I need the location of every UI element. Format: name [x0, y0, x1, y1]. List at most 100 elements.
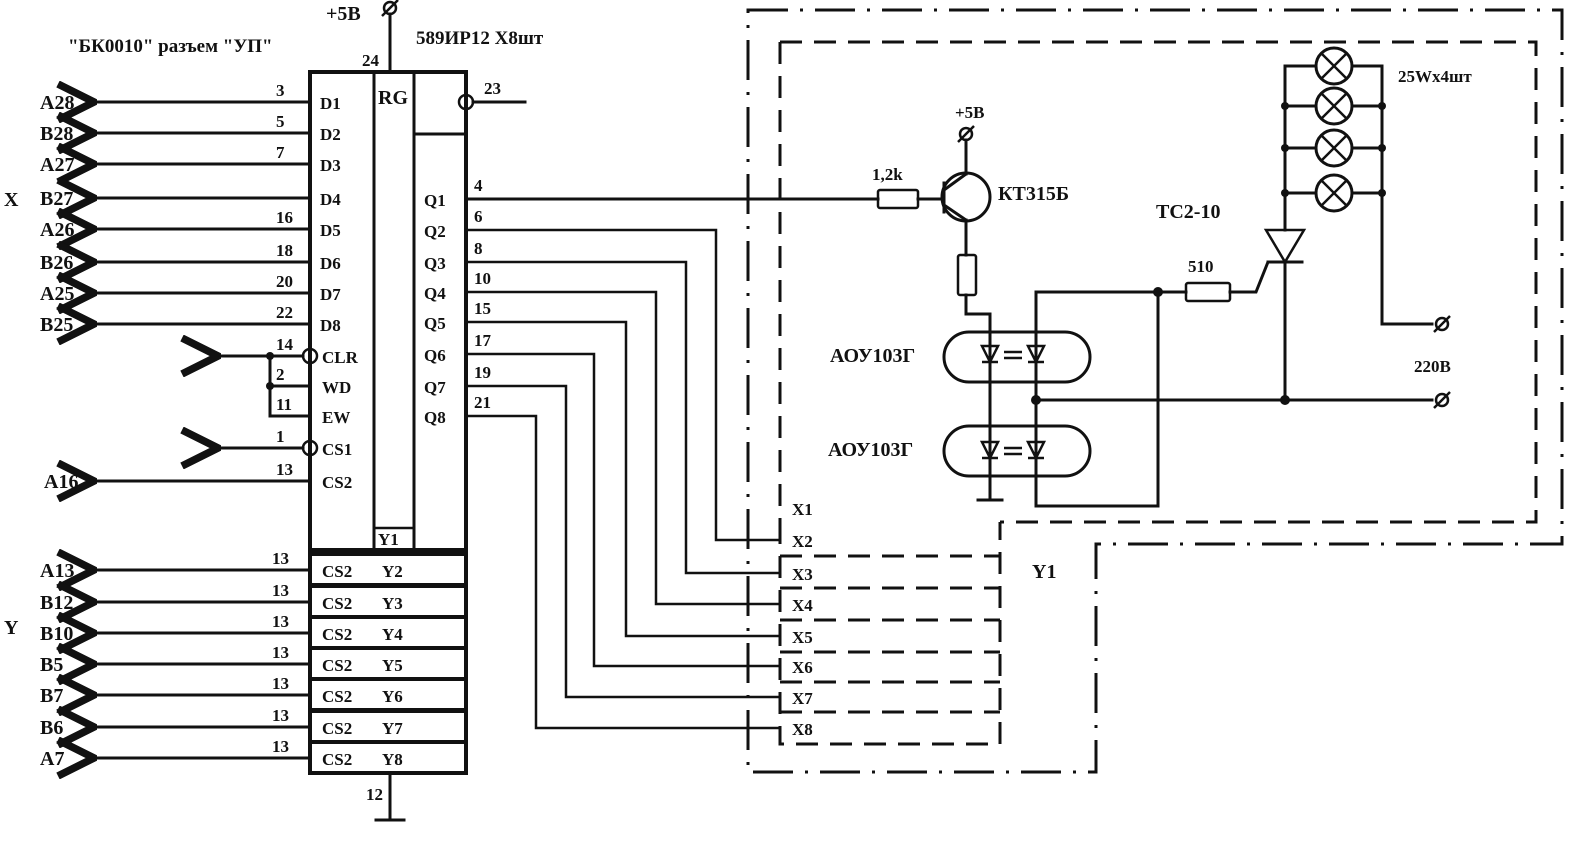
output-pin: 4 [474, 176, 483, 195]
cs2-signal: A16 [44, 471, 78, 493]
y-chip-cs: CS2 [322, 562, 352, 581]
lamp-icon [1314, 86, 1354, 126]
junction-dot [266, 352, 274, 360]
gate-lead [1228, 260, 1302, 294]
y-chip-signal: B5 [40, 654, 63, 676]
output-name: Q4 [424, 284, 446, 303]
junction-dot [1281, 144, 1289, 152]
control-pin: 2 [276, 365, 285, 384]
data-input-name: D8 [320, 316, 341, 335]
output-wire [466, 290, 780, 606]
x-cell-label: X8 [792, 720, 813, 739]
y-chip-signal: A7 [40, 748, 64, 770]
y-chip-pin: 13 [272, 674, 289, 693]
lamps-label: 25Wx4шт [1398, 67, 1472, 86]
y-chip-cs: CS2 [322, 656, 352, 675]
data-input-signal: A27 [40, 154, 74, 176]
y-chip-name: Y7 [382, 719, 403, 738]
x-cell-label: X6 [792, 658, 813, 677]
junction-dot [1281, 189, 1289, 197]
opto-return-wire [1034, 290, 1160, 508]
output-wire [466, 260, 780, 575]
led-chain-wire [964, 293, 992, 502]
base-resistor-label: 1,2k [872, 165, 903, 184]
y-chip-pin: 13 [272, 643, 289, 662]
y-chip-name: Y3 [382, 594, 403, 613]
register-chip [308, 70, 468, 552]
x-axis-label: X [4, 189, 19, 211]
data-input-name: D6 [320, 254, 341, 273]
junction-dot [1280, 395, 1290, 405]
junction-dot [1281, 102, 1289, 110]
lamp-icon [1314, 128, 1354, 168]
gate-resistor [1184, 281, 1232, 303]
data-input-pin: 16 [276, 208, 293, 227]
data-input-name: D3 [320, 156, 341, 175]
output-pin: 8 [474, 239, 483, 258]
y-axis-label: Y [4, 617, 19, 639]
x-cells-frame [778, 522, 1002, 746]
y1-block-label: Y1 [1032, 561, 1056, 583]
y-chip-signal: B10 [40, 623, 73, 645]
data-input-pin: 3 [276, 81, 285, 100]
y-chip-signal: A13 [40, 560, 74, 582]
rg-label: RG [378, 87, 408, 109]
data-input-name: D4 [320, 190, 341, 209]
output-name: Q5 [424, 314, 446, 333]
y-chip-pin: 13 [272, 737, 289, 756]
chip-title: 589ИР12 Х8шт [416, 28, 544, 49]
y-chip-pin: 13 [272, 612, 289, 631]
data-input-pin: 18 [276, 241, 293, 260]
wd-ew-tie-wire [268, 354, 312, 418]
output-pin: 15 [474, 299, 491, 318]
transistor-icon [940, 148, 992, 257]
connector-title: "БК0010" разъем "УП" [68, 36, 273, 57]
junction-dot [1378, 189, 1386, 197]
control-pin: 1 [276, 427, 285, 446]
optocoupler-1-label: АОУ103Г [830, 345, 915, 367]
opto-output-wire [1034, 290, 1160, 508]
y-chip-cs: CS2 [322, 594, 352, 613]
data-input-pin: 22 [276, 303, 293, 322]
y-chip-name: Y8 [382, 750, 403, 769]
data-input-name: D5 [320, 221, 341, 240]
outer-module-frame [746, 8, 1564, 774]
y-chip-pin: 13 [272, 706, 289, 725]
emitter-resistor [956, 253, 978, 297]
y-chip-cs: CS2 [322, 687, 352, 706]
thyristor-label: ТС2-10 [1156, 201, 1220, 223]
output-pin: 10 [474, 269, 491, 288]
output-wire [466, 414, 780, 730]
output-pin: 17 [474, 331, 492, 350]
junction-dot [1378, 144, 1386, 152]
output-wire [466, 320, 780, 638]
output-name: Q3 [424, 254, 446, 273]
base-resistor [876, 188, 920, 210]
data-input-signal: B28 [40, 123, 73, 145]
data-input-pin: 20 [276, 272, 293, 291]
data-input-pin: 7 [276, 143, 285, 162]
x-cell-label: X1 [792, 500, 813, 519]
thyristor-icon [1263, 228, 1307, 265]
junction-dot [266, 382, 274, 390]
vcc-pin: 24 [362, 51, 380, 70]
output-pin: 19 [474, 363, 491, 382]
y-chip-name: Y4 [382, 625, 403, 644]
control-pin: 14 [276, 335, 294, 354]
control-name: EW [322, 408, 350, 427]
x-cell-label: X2 [792, 532, 813, 551]
optocoupler-2 [942, 424, 1092, 478]
optocoupler-2-label: АОУ103Г [828, 439, 913, 461]
output-name: Q1 [424, 191, 446, 210]
out-pin: 23 [484, 79, 501, 98]
output-wire [466, 352, 780, 668]
y-chip-cs: CS2 [322, 719, 352, 738]
lamp-icon [1314, 46, 1354, 86]
control-name: CS2 [322, 473, 352, 492]
data-input-name: D7 [320, 285, 341, 304]
control-pin: 11 [276, 395, 292, 414]
data-input-signal: A25 [40, 283, 74, 305]
output-pin: 21 [474, 393, 491, 412]
stage-vcc-label: +5В [955, 103, 985, 122]
